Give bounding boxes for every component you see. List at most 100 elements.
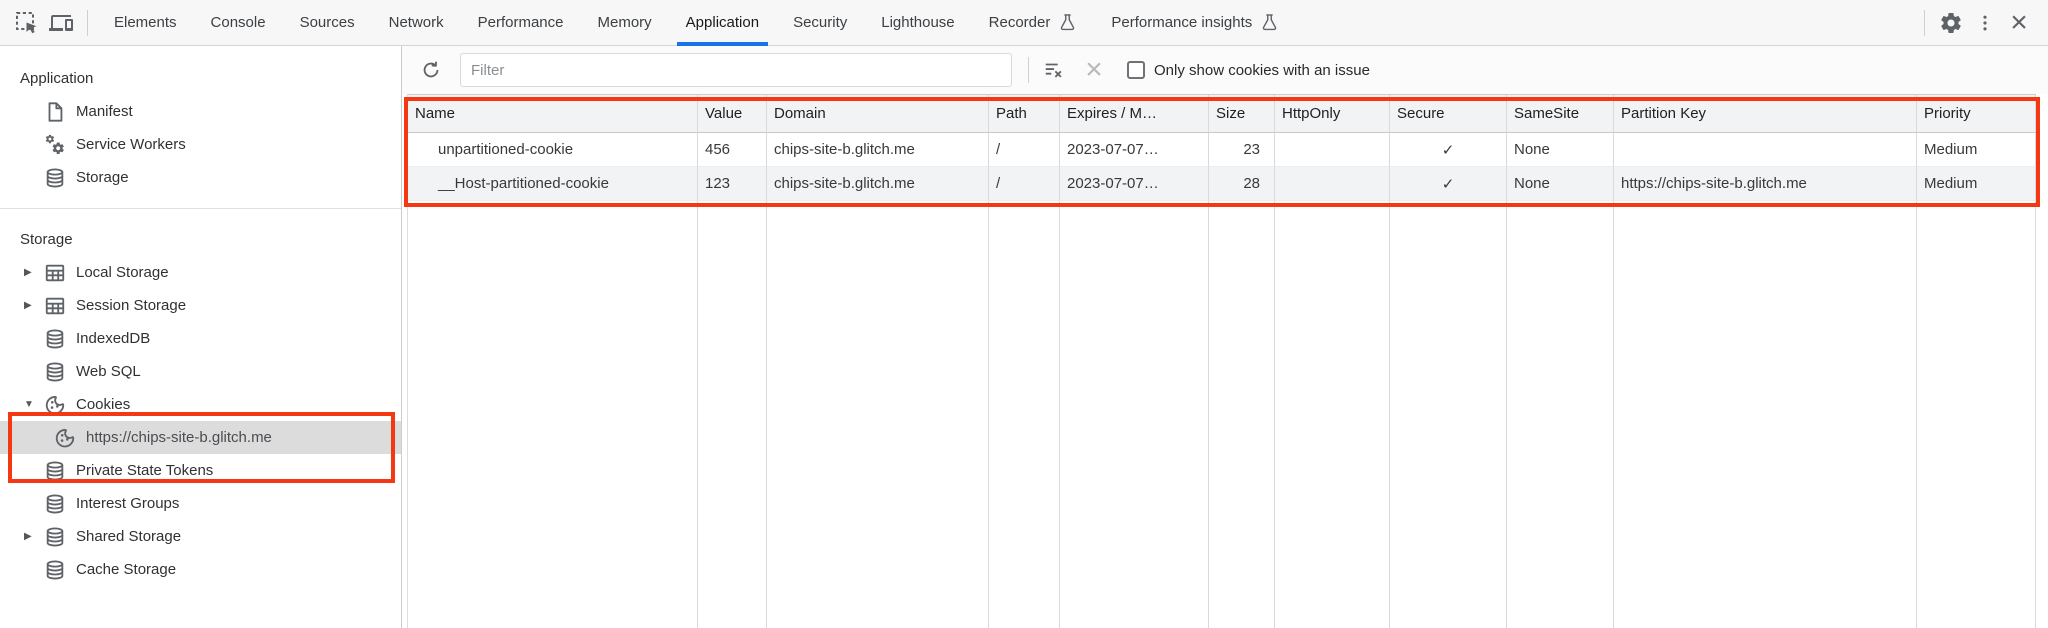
sidebar-item-cookies[interactable]: Cookies [0,388,401,421]
cell-partition-key [1614,133,1917,167]
chevron-right-icon[interactable] [24,531,44,542]
sidebar-item-label: Web SQL [76,363,141,380]
sidebar-item-cache-storage[interactable]: Cache Storage [0,553,401,586]
cell-samesite: None [1507,167,1614,201]
tab-recorder[interactable]: Recorder [972,0,1095,46]
document-icon [44,101,66,123]
tab-elements[interactable]: Elements [97,0,194,46]
settings-gear-icon[interactable] [1934,6,1968,40]
column-header-expires[interactable]: Expires / M… [1060,95,1209,133]
sidebar-item-label: Cookies [76,396,131,413]
sidebar-item-label: Local Storage [76,264,169,281]
tab-label: Application [685,14,760,31]
tab-label: Elements [114,14,177,31]
column-header-name[interactable]: Name [408,95,698,133]
sidebar-item-indexeddb[interactable]: IndexedDB [0,322,401,355]
sidebar-item-local-storage[interactable]: Local Storage [0,256,401,289]
cell-name: unpartitioned-cookie [408,133,698,167]
issue-filter-checkbox[interactable] [1127,61,1145,79]
tabbar-right-controls: × [1915,6,2048,40]
sidebar-item-shared-storage[interactable]: Shared Storage [0,520,401,553]
kebab-menu-icon[interactable] [1968,6,2002,40]
chevron-right-icon[interactable] [24,267,44,278]
tab-network[interactable]: Network [372,0,461,46]
cell-expires: 2023-07-07… [1060,133,1209,167]
tab-label: Performance insights [1111,14,1253,31]
tab-memory[interactable]: Memory [581,0,669,46]
clear-filter-icon[interactable] [1037,53,1071,87]
cell-secure: ✓ [1390,167,1507,201]
sidebar-item-label: Shared Storage [76,528,182,545]
column-header-size[interactable]: Size [1209,95,1275,133]
sidebar-item-label: Storage [76,169,129,186]
device-toolbar-icon[interactable] [44,6,78,40]
cookies-pane: × Only show cookies with an issue Name V… [402,46,2048,628]
tab-console[interactable]: Console [194,0,283,46]
column-header-secure[interactable]: Secure [1390,95,1507,133]
cell-path: / [989,133,1060,167]
tab-security[interactable]: Security [776,0,864,46]
table-icon [44,262,66,284]
divider [1028,57,1029,83]
cell-domain: chips-site-b.glitch.me [767,167,989,201]
refresh-icon[interactable] [414,53,448,87]
tab-label: Console [210,14,266,31]
close-icon[interactable]: × [2010,5,2028,39]
column-header-priority[interactable]: Priority [1917,95,2036,133]
cell-httponly [1275,167,1390,201]
inspect-icon[interactable] [10,6,44,40]
cell-samesite: None [1507,133,1614,167]
sidebar-item-label: https://chips-site-b.glitch.me [86,429,272,446]
sidebar-item-web-sql[interactable]: Web SQL [0,355,401,388]
cell-expires: 2023-07-07… [1060,167,1209,201]
sidebar-item-storage[interactable]: Storage [0,161,401,194]
tab-performance-insights[interactable]: Performance insights [1094,0,1296,46]
chevron-down-icon[interactable] [24,399,44,410]
column-header-httponly[interactable]: HttpOnly [1275,95,1390,133]
cell-secure: ✓ [1390,133,1507,167]
column-header-samesite[interactable]: SameSite [1507,95,1614,133]
sidebar-item-label: Cache Storage [76,561,177,578]
cell-priority: Medium [1917,133,2036,167]
tab-application[interactable]: Application [669,0,776,46]
cell-domain: chips-site-b.glitch.me [767,133,989,167]
tab-lighthouse[interactable]: Lighthouse [864,0,971,46]
column-header-domain[interactable]: Domain [767,95,989,133]
sidebar-item-session-storage[interactable]: Session Storage [0,289,401,322]
tab-sources[interactable]: Sources [283,0,372,46]
cell-value: 123 [698,167,767,201]
sidebar-item-cookie-origin[interactable]: https://chips-site-b.glitch.me [0,421,401,454]
clear-all-cookies-icon[interactable]: × [1085,53,1103,86]
cell-size: 28 [1209,167,1275,201]
tab-label: Lighthouse [881,14,955,31]
sidebar-section-storage: Storage [20,231,73,248]
filter-input[interactable] [460,53,1012,87]
database-icon [44,493,66,515]
database-icon [44,559,66,581]
sidebar-item-manifest[interactable]: Manifest [0,95,401,128]
service-worker-gears-icon [44,134,66,156]
tab-label: Recorder [988,14,1051,31]
column-header-value[interactable]: Value [698,95,767,133]
cell-partition-key: https://chips-site-b.glitch.me [1614,167,1917,201]
tab-performance[interactable]: Performance [461,0,581,46]
cell-size: 23 [1209,133,1275,167]
database-icon [44,526,66,548]
sidebar-item-service-workers[interactable]: Service Workers [0,128,401,161]
sidebar-item-private-state-tokens[interactable]: Private State Tokens [0,454,401,487]
cell-value: 456 [698,133,767,167]
divider [0,208,401,209]
cell-priority: Medium [1917,167,2036,201]
chevron-right-icon[interactable] [24,300,44,311]
sidebar-item-interest-groups[interactable]: Interest Groups [0,487,401,520]
column-header-path[interactable]: Path [989,95,1060,133]
divider [87,9,88,36]
sidebar-item-label: Manifest [76,103,133,120]
cookies-toolbar: × Only show cookies with an issue [402,46,2048,94]
sidebar-item-label: Session Storage [76,297,187,314]
database-icon [44,460,66,482]
tab-label: Security [793,14,848,31]
column-header-partition-key[interactable]: Partition Key [1614,95,1917,133]
cookie-icon [44,394,66,416]
database-icon [44,167,66,189]
